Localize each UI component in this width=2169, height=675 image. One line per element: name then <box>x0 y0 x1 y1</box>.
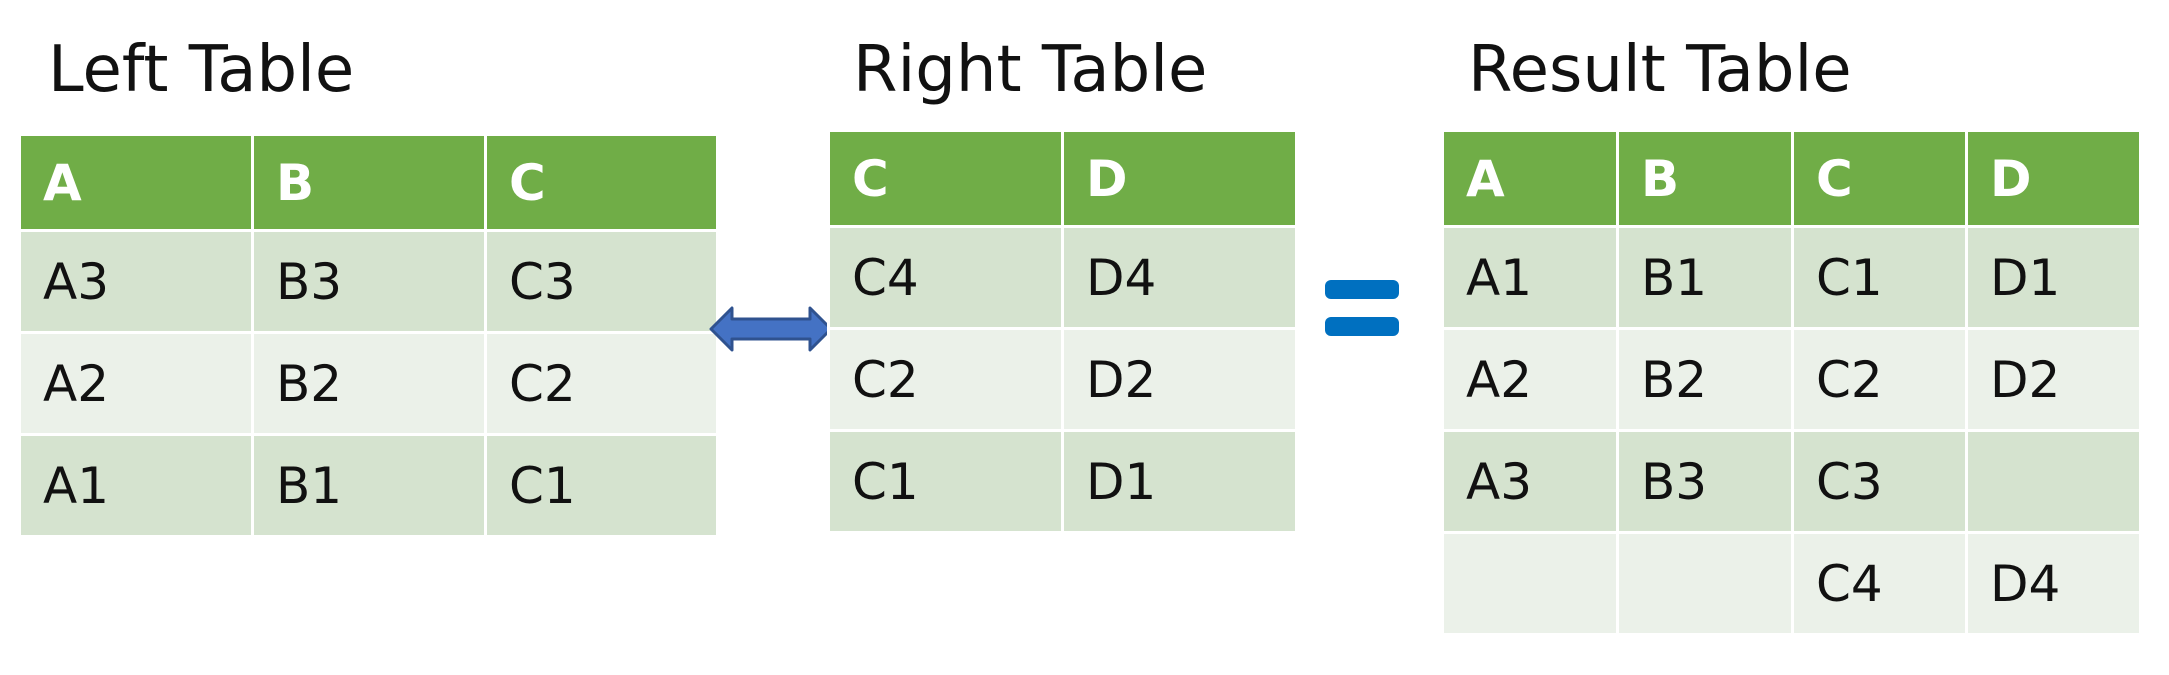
table-row: A1 B1 C1 D1 <box>1441 225 2142 330</box>
table-cell: D2 <box>1061 327 1298 432</box>
table-cell: A2 <box>18 331 254 436</box>
table-row: A2 B2 C2 D2 <box>1441 327 2142 432</box>
table-cell <box>1616 531 1794 636</box>
table-row: A2 B2 C2 <box>18 331 719 436</box>
column-header: C <box>484 133 719 232</box>
table-cell <box>1965 429 2142 534</box>
table-cell: D1 <box>1061 429 1298 534</box>
column-header: D <box>1061 129 1298 228</box>
table-row: A3 B3 C3 <box>1441 429 2142 534</box>
table-cell: A3 <box>18 229 254 334</box>
table-row: C4 D4 <box>1441 531 2142 636</box>
table-cell: D1 <box>1965 225 2142 330</box>
table-header-row: A B C <box>18 133 719 232</box>
table-cell: C2 <box>827 327 1064 432</box>
table-cell: D2 <box>1965 327 2142 432</box>
table-cell: C2 <box>484 331 719 436</box>
table-cell: B1 <box>1616 225 1794 330</box>
table-cell: B3 <box>1616 429 1794 534</box>
result-table-title: Result Table <box>1468 33 1852 107</box>
table-cell: C4 <box>827 225 1064 330</box>
equals-icon <box>1325 280 1399 336</box>
table-row: A1 B1 C1 <box>18 433 719 538</box>
table-row: A3 B3 C3 <box>18 229 719 334</box>
column-header: C <box>1791 129 1968 228</box>
table-cell: C4 <box>1791 531 1968 636</box>
table-header-row: A B C D <box>1441 129 2142 228</box>
table-cell: A1 <box>1441 225 1619 330</box>
table-cell: C2 <box>1791 327 1968 432</box>
table-cell: B2 <box>251 331 487 436</box>
left-table: A B C A3 B3 C3 A2 B2 C2 A1 B1 C1 <box>18 133 719 538</box>
table-cell: C3 <box>1791 429 1968 534</box>
table-cell <box>1441 531 1619 636</box>
table-cell: B3 <box>251 229 487 334</box>
table-cell: C1 <box>827 429 1064 534</box>
left-table-title: Left Table <box>48 33 355 107</box>
column-header: B <box>1616 129 1794 228</box>
column-header: D <box>1965 129 2142 228</box>
table-cell: B1 <box>251 433 487 538</box>
right-table-title: Right Table <box>853 33 1208 107</box>
table-cell: A3 <box>1441 429 1619 534</box>
table-row: C2 D2 <box>827 327 1298 432</box>
double-headed-arrow-icon <box>709 306 833 352</box>
table-cell: C1 <box>1791 225 1968 330</box>
table-cell: B2 <box>1616 327 1794 432</box>
table-row: C4 D4 <box>827 225 1298 330</box>
table-cell: C3 <box>484 229 719 334</box>
table-cell: C1 <box>484 433 719 538</box>
right-table: C D C4 D4 C2 D2 C1 D1 <box>827 129 1298 534</box>
column-header: A <box>1441 129 1619 228</box>
table-cell: D4 <box>1965 531 2142 636</box>
table-cell: D4 <box>1061 225 1298 330</box>
column-header: A <box>18 133 254 232</box>
table-row: C1 D1 <box>827 429 1298 534</box>
table-header-row: C D <box>827 129 1298 228</box>
column-header: B <box>251 133 487 232</box>
table-cell: A2 <box>1441 327 1619 432</box>
result-table: A B C D A1 B1 C1 D1 A2 B2 C2 D2 A3 B3 C3… <box>1441 129 2142 636</box>
column-header: C <box>827 129 1064 228</box>
table-cell: A1 <box>18 433 254 538</box>
